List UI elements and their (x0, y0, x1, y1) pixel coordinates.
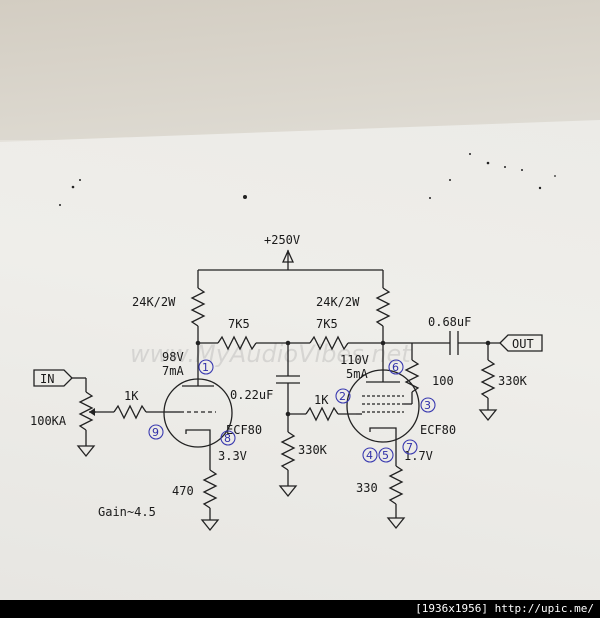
gain-note: Gain~4.5 (98, 505, 156, 519)
svg-text:98V: 98V (162, 350, 184, 364)
svg-text:1.7V: 1.7V (404, 449, 433, 463)
footer-text: [1936x1956] http://upic.me/ (415, 602, 594, 615)
output-capacitor: 0.68uF (412, 315, 500, 355)
svg-text:7K5: 7K5 (228, 317, 250, 331)
photo: www.MyAudioVibes.net +250V 24K/2W 24K/2W… (0, 0, 600, 600)
svg-text:6: 6 (392, 361, 399, 374)
ink-specks (59, 153, 556, 206)
supply-label: +250V (264, 233, 300, 247)
svg-text:8: 8 (224, 432, 231, 445)
schematic-sheet (0, 120, 600, 600)
svg-text:0.68uF: 0.68uF (428, 315, 471, 329)
coupling-capacitor: 0.22uF (230, 343, 300, 414)
grid-resistor-1: 1K (94, 389, 164, 420)
screen-resistor: 100 (383, 342, 454, 405)
svg-text:7mA: 7mA (162, 364, 184, 378)
grid-resistor-2: 1K (305, 393, 356, 422)
svg-text:IN: IN (40, 372, 54, 386)
cathode-resistor-1: 470 (172, 440, 220, 532)
svg-text:3.3V: 3.3V (218, 449, 247, 463)
svg-text:1: 1 (202, 361, 209, 374)
image-host-footer: [1936x1956] http://upic.me/ (0, 600, 600, 618)
svg-text:100: 100 (432, 374, 454, 388)
svg-text:9: 9 (152, 426, 159, 439)
svg-text:330K: 330K (498, 374, 528, 388)
svg-text:1K: 1K (314, 393, 329, 407)
supply-node: +250V (264, 233, 300, 270)
svg-text:470: 470 (172, 484, 194, 498)
svg-text:0.22uF: 0.22uF (230, 388, 273, 402)
cathode-resistor-2: 330 (356, 438, 406, 530)
svg-text:330K: 330K (298, 443, 328, 457)
mid-resistor-2: 7K5 (309, 317, 349, 351)
svg-text:1K: 1K (124, 389, 139, 403)
watermark: www.MyAudioVibes.net (130, 340, 412, 368)
svg-text:330: 330 (356, 481, 378, 495)
svg-text:2: 2 (339, 390, 346, 403)
svg-text:OUT: OUT (512, 337, 534, 351)
svg-text:5: 5 (382, 449, 389, 462)
input-terminal: IN (33, 369, 87, 392)
grid-leak-resistor: 330K (278, 414, 328, 498)
svg-text:ECF80: ECF80 (226, 423, 262, 437)
background-paper (0, 0, 600, 140)
svg-text:110V: 110V (340, 353, 369, 367)
svg-text:ECF80: ECF80 (420, 423, 456, 437)
plate-resistor-2: 24K/2W (316, 287, 391, 368)
tube-1-triode: 98V 7mA ECF80 3.3V (162, 350, 262, 463)
svg-text:7K5: 7K5 (316, 317, 338, 331)
plate-resistor-1: 24K/2W (132, 287, 206, 366)
schematic-diagram: www.MyAudioVibes.net +250V 24K/2W 24K/2W… (30, 153, 556, 532)
svg-text:7: 7 (406, 441, 413, 454)
output-load-resistor: 330K (478, 343, 528, 422)
svg-text:3: 3 (424, 399, 431, 412)
svg-text:100KA: 100KA (30, 414, 67, 428)
tube-2-pentode: 110V 5mA ECF80 1.7V (340, 353, 456, 463)
volume-potentiometer: 100KA (30, 391, 96, 458)
mid-resistor-1: 7K5 (217, 317, 257, 351)
svg-text:24K/2W: 24K/2W (316, 295, 360, 309)
svg-text:4: 4 (366, 449, 373, 462)
pin-annotations: 1 2 3 4 5 6 7 8 9 (148, 359, 436, 463)
svg-text:24K/2W: 24K/2W (132, 295, 176, 309)
output-terminal: OUT (499, 334, 543, 352)
svg-text:5mA: 5mA (346, 367, 368, 381)
